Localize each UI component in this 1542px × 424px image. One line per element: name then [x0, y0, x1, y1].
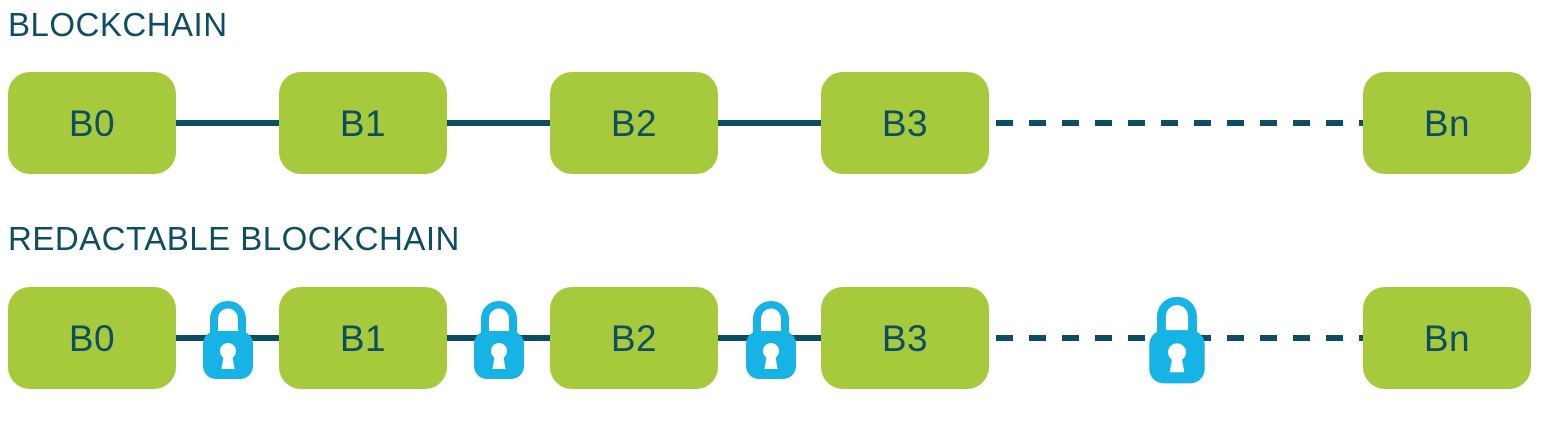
block-b2[interactable]: B2 [550, 287, 718, 389]
block-label: B1 [339, 317, 387, 359]
connector-b2-b3 [712, 120, 827, 126]
block-label: B2 [610, 102, 658, 144]
block-b1[interactable]: B1 [279, 287, 447, 389]
block-label: B3 [881, 102, 929, 144]
block-b3[interactable]: B3 [821, 72, 989, 174]
block-b0[interactable]: B0 [8, 287, 176, 389]
section-title-blockchain: BLOCKCHAIN [8, 6, 228, 43]
block-label: Bn [1423, 317, 1471, 359]
connector-b0-b1 [170, 120, 285, 126]
section-title-redactable-blockchain: REDACTABLE BLOCKCHAIN [8, 220, 460, 257]
connector-b1-b2 [440, 120, 555, 126]
lock-icon-b2-b3[interactable] [742, 293, 800, 385]
block-label: B0 [68, 317, 116, 359]
chain-row-redactable-blockchain: B0 B1 B2 B3 Bn [0, 287, 1542, 397]
chain-row-blockchain: B0 B1 B2 B3 Bn [0, 72, 1542, 182]
lock-icon-b1-b2[interactable] [470, 293, 528, 385]
block-label: B3 [881, 317, 929, 359]
block-b3[interactable]: B3 [821, 287, 989, 389]
block-b0[interactable]: B0 [8, 72, 176, 174]
block-label: B1 [339, 102, 387, 144]
connector-b3-bn-dashed [996, 120, 1366, 126]
lock-icon-b0-b1[interactable] [199, 293, 257, 385]
block-label: B0 [68, 102, 116, 144]
block-b1[interactable]: B1 [279, 72, 447, 174]
block-label: B2 [610, 317, 658, 359]
block-label: Bn [1423, 102, 1471, 144]
lock-icon-b3-bn[interactable] [1141, 288, 1213, 390]
block-bn[interactable]: Bn [1363, 287, 1531, 389]
block-b2[interactable]: B2 [550, 72, 718, 174]
block-bn[interactable]: Bn [1363, 72, 1531, 174]
